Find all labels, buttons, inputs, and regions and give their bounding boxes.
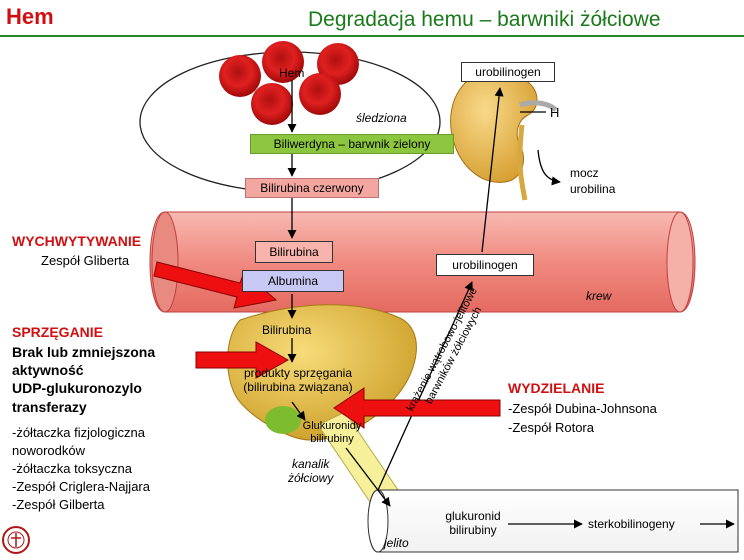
conjugation-items: -żółtaczka fizjologiczna noworodków -żół… xyxy=(12,425,150,512)
conjugation-heading: SPRZĘGANIE xyxy=(12,324,104,340)
glucuronides-label: Glukuronidy bilirubiny xyxy=(302,420,362,445)
spleen-label: śledziona xyxy=(356,111,407,125)
title-divider xyxy=(0,35,744,37)
corner-title: Hem xyxy=(6,4,54,29)
conjugation-arrow xyxy=(195,341,290,379)
capture-heading: WYCHWYTYWANIE xyxy=(12,233,142,249)
biliverdin-box: Biliwerdyna – barwnik zielony xyxy=(250,134,454,154)
blood-urobilinogen-box: urobilinogen xyxy=(436,254,534,276)
red-bilirubin-box: Bilirubina czerwony xyxy=(245,178,379,198)
blood-bilirubin-box: Bilirubina xyxy=(255,241,333,263)
conjugation-products-label: produkty sprzęgania (bilirubina związana… xyxy=(243,366,353,395)
hem-label: Hem xyxy=(279,66,305,80)
intestine-glucuronide-label: glukuronid bilirubiny xyxy=(445,509,501,538)
stercobilinogen-label: sterkobilinogeny xyxy=(588,517,675,531)
albumin-box: Albumina xyxy=(242,270,344,292)
bile-canal-label: kanalik żółciowy xyxy=(288,457,334,486)
secretion-heading: WYDZIELANIE xyxy=(508,380,605,396)
page-title: Degradacja hemu – barwniki żółciowe xyxy=(308,8,661,31)
urine-label: mocz urobilina xyxy=(570,166,616,197)
vessel-label: krew xyxy=(586,289,612,303)
liver-bilirubin-label: Bilirubina xyxy=(262,323,312,337)
kidney-shape xyxy=(450,71,538,183)
intestine-label: jelito xyxy=(384,536,409,550)
intestine-tube xyxy=(367,489,739,553)
blood-vessel xyxy=(149,211,696,313)
capture-item: Zespół Gliberta xyxy=(41,253,130,268)
h-label: H xyxy=(550,105,560,120)
secretion-arrow xyxy=(333,387,501,429)
conjugation-cause: Brak lub zmniejszona aktywność UDP-gluku… xyxy=(12,344,156,415)
secretion-items: -Zespół Dubina-Johnsona -Zespół Rotora xyxy=(508,401,657,435)
university-logo xyxy=(2,526,30,554)
red-blood-cells xyxy=(219,41,359,125)
kidney-urobilinogen-box: urobilinogen xyxy=(461,62,555,82)
